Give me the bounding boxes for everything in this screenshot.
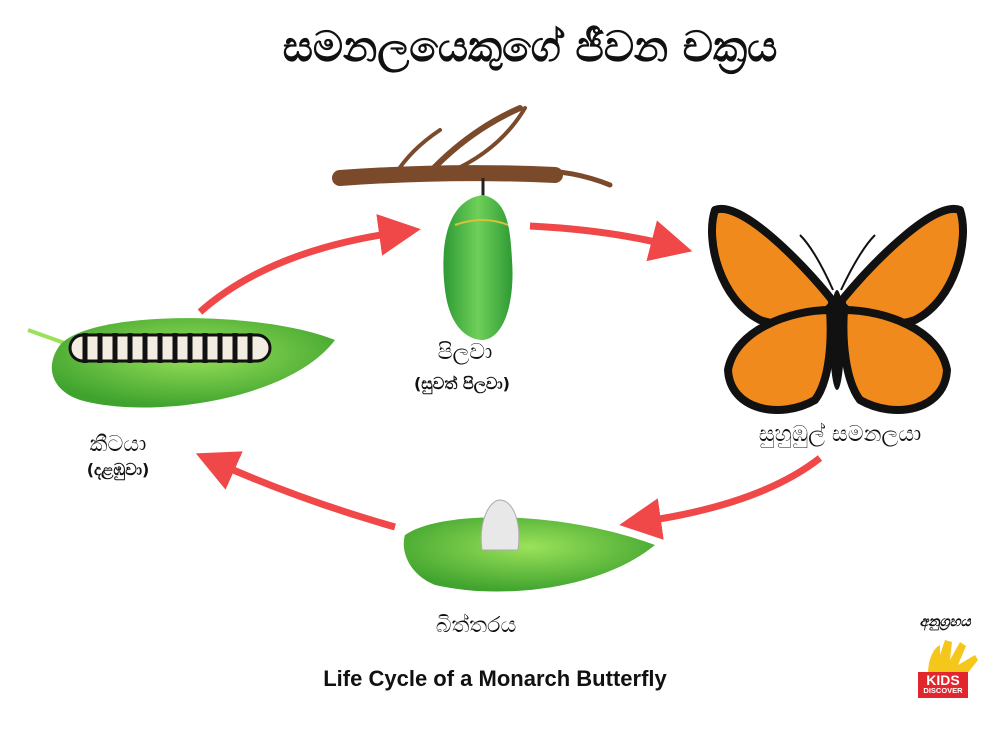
pupa-label: පිලවා <box>437 340 493 365</box>
larva-sublabel: (දළඹුවා) <box>86 460 150 479</box>
chrysalis <box>443 178 513 340</box>
credit-label: අනුග්‍රහය <box>919 614 971 630</box>
egg-label: බිත්තරය <box>435 613 517 638</box>
caterpillar-on-leaf <box>27 318 335 408</box>
monarch-butterfly <box>708 204 967 414</box>
english-caption: Life Cycle of a Monarch Butterfly <box>323 666 667 691</box>
cycle-arrows <box>195 214 823 540</box>
larva-label: කීටයා <box>89 432 147 457</box>
kids-discover-logo: KIDS DISCOVER <box>918 672 968 698</box>
logo-line1: KIDS <box>926 672 960 688</box>
page-title: සමනලයෙකුගේ ජීවන චක්‍රය <box>282 22 778 71</box>
arrow-pupa-to-adult <box>529 220 693 262</box>
arrow-egg-to-larva <box>195 451 396 531</box>
logo-line2: DISCOVER <box>923 686 963 695</box>
egg-on-leaf <box>403 499 655 592</box>
arrow-adult-to-egg <box>619 455 823 540</box>
pupa-sublabel: (සුවත් පිලවා) <box>413 374 511 393</box>
branch <box>332 105 613 188</box>
arrow-larva-to-pupa <box>197 214 421 315</box>
adult-label: සුහුඹුල් සමනලයා <box>758 422 922 447</box>
